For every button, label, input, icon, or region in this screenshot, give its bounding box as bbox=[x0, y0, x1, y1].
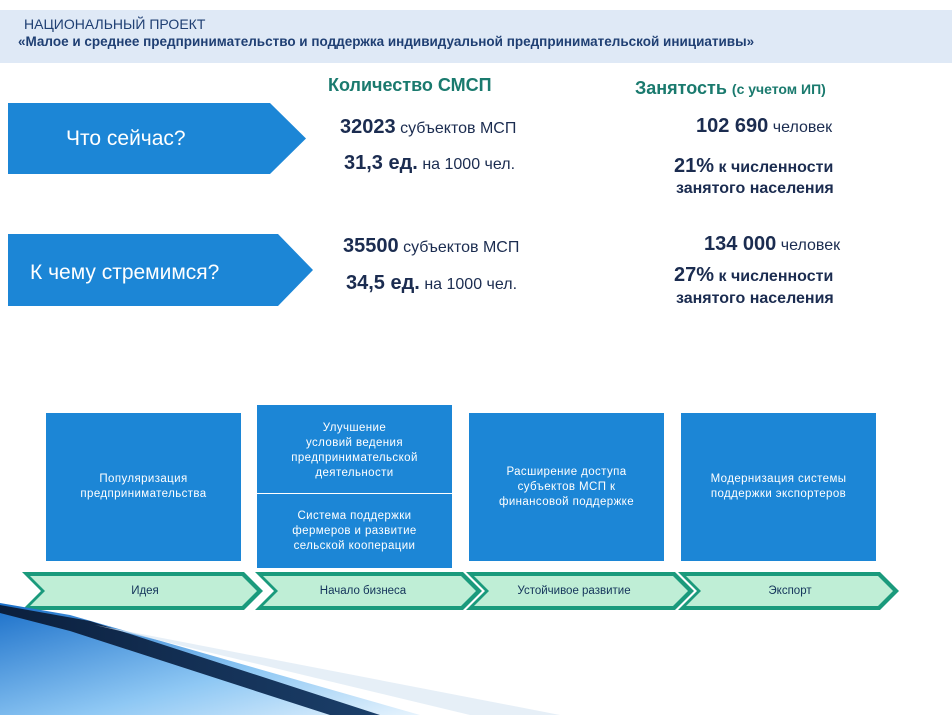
row-arrow-goal bbox=[8, 234, 313, 306]
chevron-export bbox=[678, 572, 899, 610]
employment-share-now: 21% к численности bbox=[674, 155, 834, 177]
stage-label-start: Начало бизнеса bbox=[319, 585, 407, 597]
box-financial-access: Расширение доступа субъектов МСП к финан… bbox=[469, 413, 664, 561]
row-label-goal: К чему стремимся? bbox=[30, 261, 220, 284]
box-farmers-support: Система поддержки фермеров и развитие се… bbox=[292, 509, 417, 552]
chevron-idea bbox=[22, 572, 263, 610]
stage-label-idea: Идея bbox=[131, 585, 159, 597]
corner-decoration bbox=[0, 603, 560, 715]
stages-chevrons bbox=[22, 572, 899, 610]
employment-share-now-suffix: занятого населения bbox=[676, 180, 834, 197]
header-bar bbox=[0, 10, 952, 63]
box-popularization: Популяризация предпринимательства bbox=[46, 413, 241, 561]
employment-goal: 134 000 человек bbox=[704, 233, 841, 255]
header-subtitle: «Малое и среднее предпринимательство и п… bbox=[18, 34, 755, 49]
smsp-count-now: 32023 субъектов МСП bbox=[340, 116, 517, 138]
row-arrow-now bbox=[8, 103, 306, 174]
employment-share-goal-suffix: занятого населения bbox=[676, 290, 834, 307]
employment-share-goal: 27% к численности bbox=[674, 264, 834, 286]
smsp-count-goal: 35500 субъектов МСП bbox=[343, 235, 520, 257]
employment-now: 102 690 человек bbox=[696, 115, 833, 137]
smsp-density-goal: 34,5 ед. на 1000 чел. bbox=[346, 272, 518, 294]
box-export-support: Модернизация системы поддержки экспортер… bbox=[681, 413, 876, 561]
header-title: НАЦИОНАЛЬНЫЙ ПРОЕКТ bbox=[24, 16, 206, 32]
stage-label-growth: Устойчивое развитие bbox=[517, 585, 631, 597]
chevron-start bbox=[255, 572, 482, 610]
employment-title-note: (с учетом ИП) bbox=[731, 81, 826, 97]
stage-label-export: Экспорт bbox=[768, 585, 812, 597]
employment-column-title: Занятость (с учетом ИП) bbox=[635, 78, 826, 99]
box-business-conditions: Улучшение условий ведения предпринимател… bbox=[291, 422, 418, 479]
chevron-growth bbox=[466, 572, 694, 610]
row-label-now: Что сейчас? bbox=[66, 127, 186, 150]
box-conditions-and-farmers bbox=[257, 405, 452, 568]
box-divider bbox=[257, 493, 452, 494]
smsp-column-title: Количество СМСП bbox=[328, 75, 492, 95]
employment-title-text: Занятость bbox=[635, 78, 727, 98]
smsp-density-now: 31,3 ед. на 1000 чел. bbox=[344, 152, 516, 174]
